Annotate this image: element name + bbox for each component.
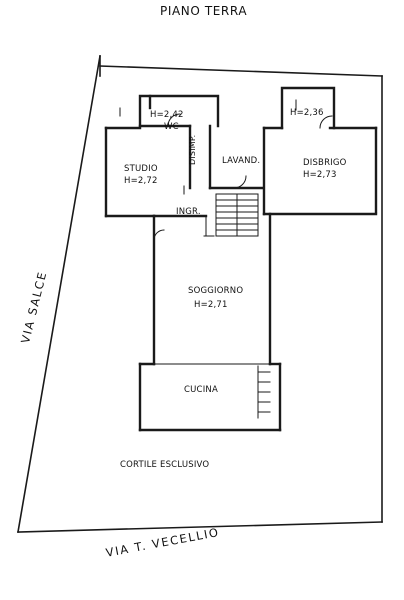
plan-title: PIANO TERRA (160, 4, 248, 18)
cucina-label: CUCINA (184, 385, 218, 395)
studio-label: STUDIO (124, 164, 158, 174)
building-walls (104, 86, 378, 432)
ingr-label: INGR. (176, 207, 201, 217)
studio-height-label: H=2,72 (124, 176, 158, 186)
lavand-label: LAVAND. (222, 156, 261, 166)
soggiorno-label: SOGGIORNO (188, 286, 244, 296)
disbrigo-height-label: H=2,73 (303, 170, 337, 180)
interior-details (119, 99, 333, 419)
property-boundary (17, 55, 383, 533)
cortile-label: CORTILE ESCLUSIVO (120, 460, 210, 470)
disimp-label: DISIMP. (188, 134, 197, 165)
wc-height-label: H=2,42 (150, 110, 184, 120)
soggiorno-height-label: H=2,71 (194, 300, 228, 310)
disbrigo-label: DISBRIGO (303, 158, 347, 168)
wc-label: WC (164, 122, 179, 132)
height-label-236: H=2,36 (290, 108, 324, 118)
